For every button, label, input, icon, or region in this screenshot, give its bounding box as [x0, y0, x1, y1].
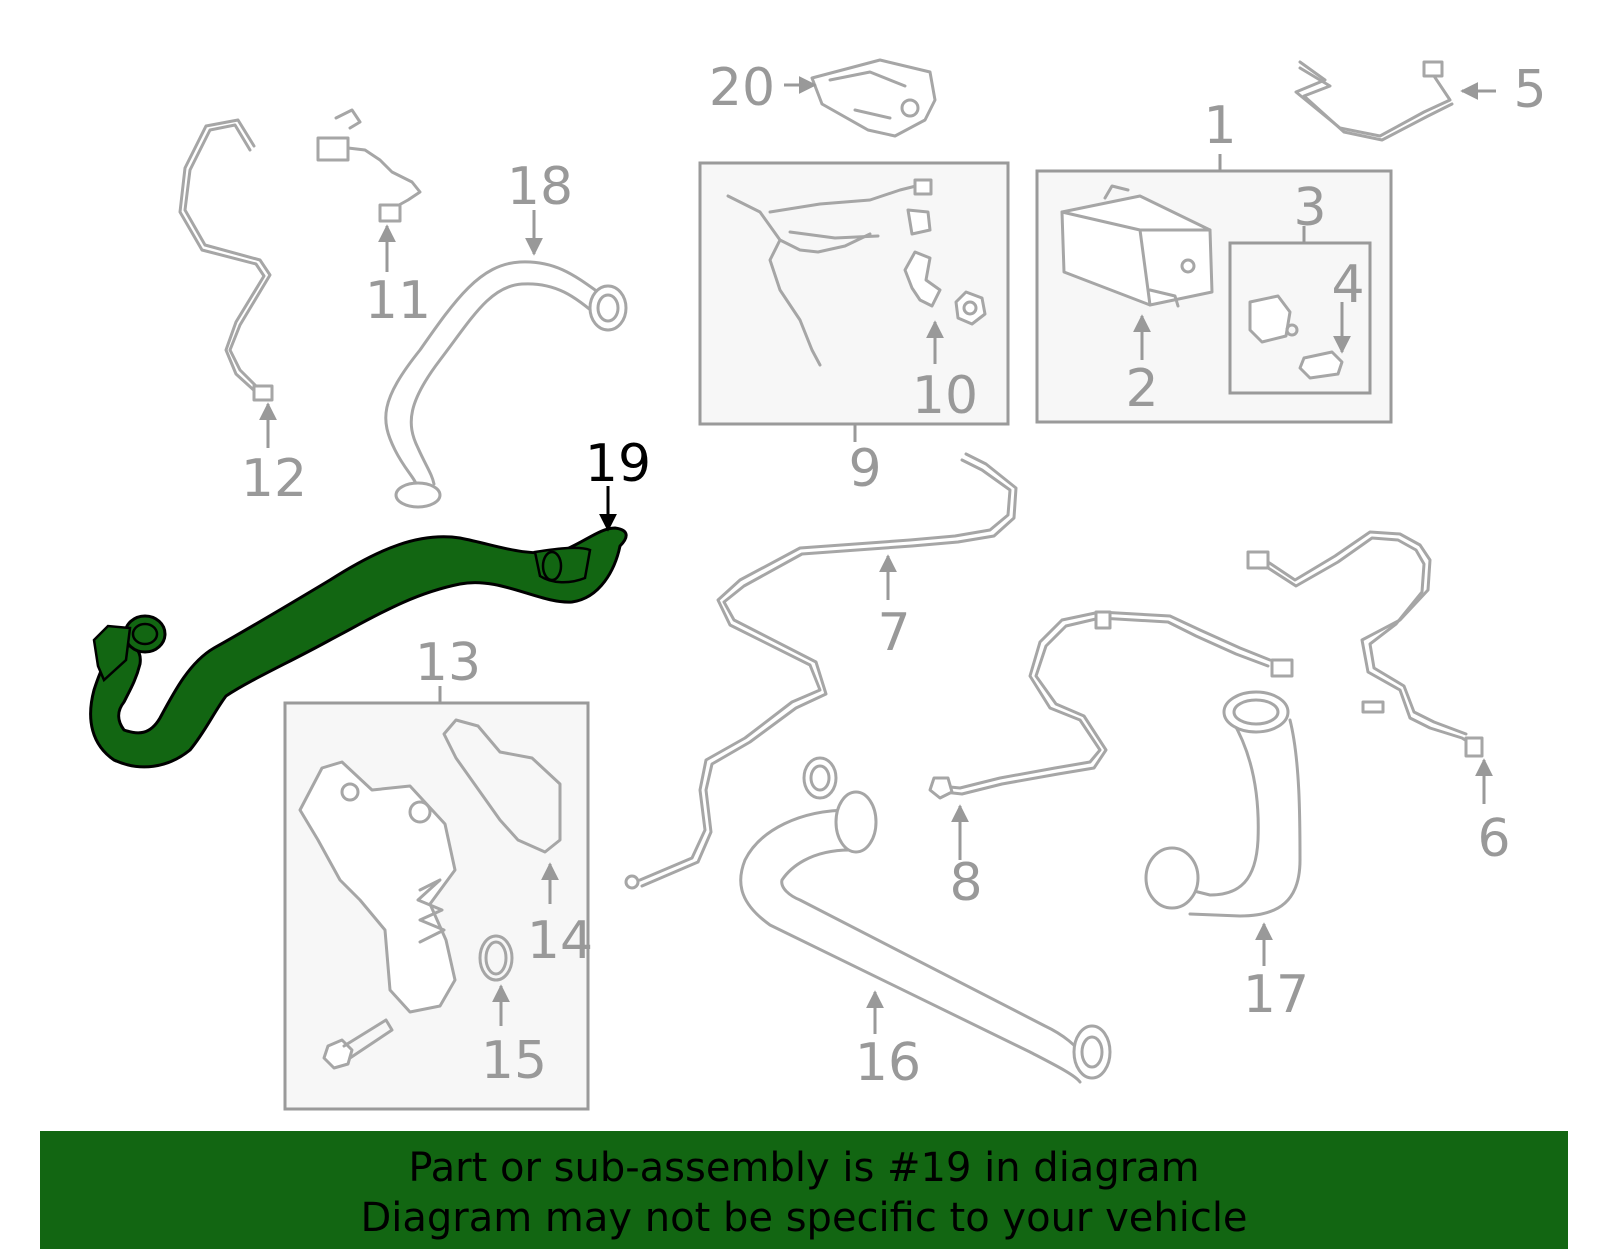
callout-17[interactable]: 17	[1243, 965, 1309, 1025]
part-15-o-ring[interactable]	[478, 934, 514, 982]
callout-20[interactable]: 20	[709, 58, 775, 118]
part-8-sensor-harness[interactable]	[928, 610, 1294, 800]
part-5-sensor-harness[interactable]	[1294, 60, 1454, 142]
part-19-highlighted-hose[interactable]	[89, 526, 628, 769]
callout-labels: 20 5 1 3 4 2 10 9 18 11 12 19 7 6 8 13 1…	[241, 58, 1547, 1093]
callout-5[interactable]: 5	[1513, 60, 1546, 120]
callout-12[interactable]: 12	[241, 449, 307, 509]
part-10-bracket-nut[interactable]	[903, 250, 987, 326]
part-14-gasket[interactable]	[442, 718, 562, 854]
callout-18[interactable]: 18	[507, 157, 573, 217]
part-13-bolt[interactable]	[322, 1018, 394, 1070]
callout-2[interactable]: 2	[1125, 359, 1158, 419]
callout-11[interactable]: 11	[365, 271, 431, 331]
part-11-sensor[interactable]	[316, 108, 422, 223]
part-18-hose[interactable]	[384, 260, 628, 509]
part-2-canister[interactable]	[1060, 184, 1214, 308]
part-12-sensor-wire[interactable]	[178, 118, 274, 402]
part-7-tube[interactable]	[624, 452, 1018, 890]
part-16-coolant-tube[interactable]	[739, 756, 1112, 1084]
callout-10[interactable]: 10	[912, 366, 978, 426]
callout-15[interactable]: 15	[481, 1031, 547, 1091]
banner-line-part: Part or sub-assembly is #19 in diagram	[408, 1145, 1200, 1191]
callout-4[interactable]: 4	[1331, 255, 1364, 315]
callout-1[interactable]: 1	[1203, 96, 1236, 156]
callout-9[interactable]: 9	[848, 439, 881, 499]
part-13-housing[interactable]	[298, 760, 457, 1014]
callout-6[interactable]: 6	[1477, 809, 1510, 869]
part-3-sensor[interactable]	[1248, 294, 1299, 344]
info-banner: Part or sub-assembly is #19 in diagram D…	[40, 1131, 1568, 1249]
callout-13[interactable]: 13	[415, 633, 481, 693]
callout-7[interactable]: 7	[877, 603, 910, 663]
callout-16[interactable]: 16	[855, 1033, 921, 1093]
callout-3[interactable]: 3	[1293, 178, 1326, 238]
part-9-harness[interactable]	[726, 178, 933, 367]
banner-line-disclaimer: Diagram may not be specific to your vehi…	[360, 1195, 1248, 1241]
part-20-sensor[interactable]	[810, 58, 937, 138]
callout-14[interactable]: 14	[527, 911, 593, 971]
leader-lines	[259, 76, 1496, 1034]
part-4-connector[interactable]	[1298, 350, 1344, 380]
callout-19[interactable]: 19	[585, 434, 651, 494]
part-17-elbow-hose[interactable]	[1144, 690, 1302, 918]
callout-8[interactable]: 8	[949, 853, 982, 913]
part-6-sensor-harness[interactable]	[1246, 530, 1484, 758]
